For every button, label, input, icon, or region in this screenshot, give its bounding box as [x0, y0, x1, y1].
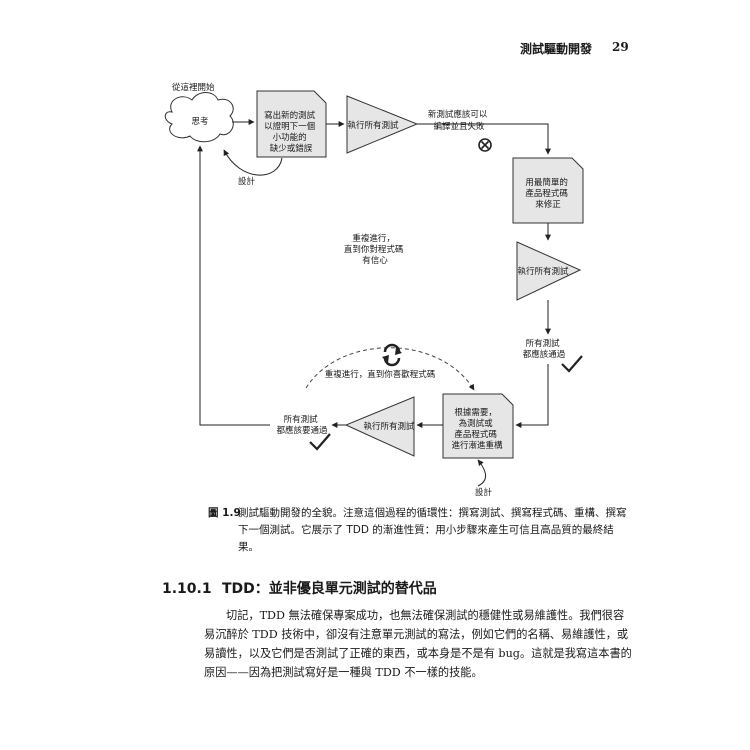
run-tests-right-label: 執行所有測試 — [517, 266, 569, 277]
repeat-dashed-arc — [305, 347, 475, 391]
tdd-cycle-diagram: 從這裡開始 思考 寫出新的測試 以證明下一個 小功能的 缺少或錯誤 設計 執行所… — [164, 82, 584, 498]
section-number: 1.10.1 — [162, 581, 212, 597]
run-tests-bottom-triangle — [344, 396, 415, 457]
running-header-title: 測試驅動開發 — [520, 42, 593, 56]
design-label-bottom: 設計 — [475, 487, 493, 498]
all-pass-bottom-label: 所有測試 都應該要通過 — [276, 414, 328, 436]
run-tests-bottom-label: 執行所有測試 — [363, 421, 415, 432]
page-number: 29 — [612, 40, 629, 54]
design-label-left: 設計 — [238, 176, 256, 187]
check-icon-right — [561, 355, 583, 373]
section-heading: 1.10.1 TDD：並非優良單元測試的替代品 — [162, 578, 437, 598]
simplest-code-label: 用最簡單的 產品程式碼 來修正 — [525, 177, 570, 210]
should-fail-label: 新測試應該可以 編譯並且失敗 — [428, 109, 490, 132]
write-test-label: 寫出新的測試 以證明下一個 小功能的 缺少或錯誤 — [264, 110, 318, 154]
check-icon-bottom — [309, 433, 331, 451]
section-title: TDD：並非優良單元測試的替代品 — [222, 581, 437, 597]
figure-label: 圖 1.9 — [208, 507, 241, 519]
repeat-confident-label: 重複進行， 直到你對程式碼 有信心 — [344, 233, 406, 266]
cloud-shape — [164, 92, 234, 143]
refresh-icon — [382, 343, 402, 367]
run-tests-top-triangle — [346, 95, 419, 154]
refactor-label: 根據需要， 為測試或 產品程式碼 進行漸進重構 — [451, 407, 503, 451]
fail-x-icon — [478, 138, 492, 152]
body-text: 切記，TDD 無法確保專案成功，也無法確保測試的穩健性或易維護性。我們很容易沉醉… — [204, 606, 634, 682]
start-label: 從這裡開始 — [172, 82, 215, 93]
body-paragraph: 切記，TDD 無法確保專案成功，也無法確保測試的穩健性或易維護性。我們很容易沉醉… — [204, 609, 632, 679]
figure-caption-text: 測試驅動開發的全貌。注意這個過程的循環性：撰寫測試、撰寫程式碼、重構、撰寫下一個… — [238, 507, 627, 553]
refactor-box — [442, 393, 514, 459]
all-pass-right-label: 所有測試 都應該通過 — [523, 338, 566, 360]
figure-caption: 圖 1.9 測試驅動開發的全貌。注意這個過程的循環性：撰寫測試、撰寫程式碼、重構… — [208, 505, 628, 556]
run-tests-right-triangle — [516, 241, 582, 301]
write-test-box — [256, 90, 327, 158]
repeat-like-label: 重複進行，直到你喜歡程式碼 — [325, 369, 436, 380]
think-label: 思考 — [191, 117, 208, 127]
run-tests-top-label: 執行所有測試 — [347, 120, 399, 131]
simplest-code-box — [512, 157, 584, 224]
